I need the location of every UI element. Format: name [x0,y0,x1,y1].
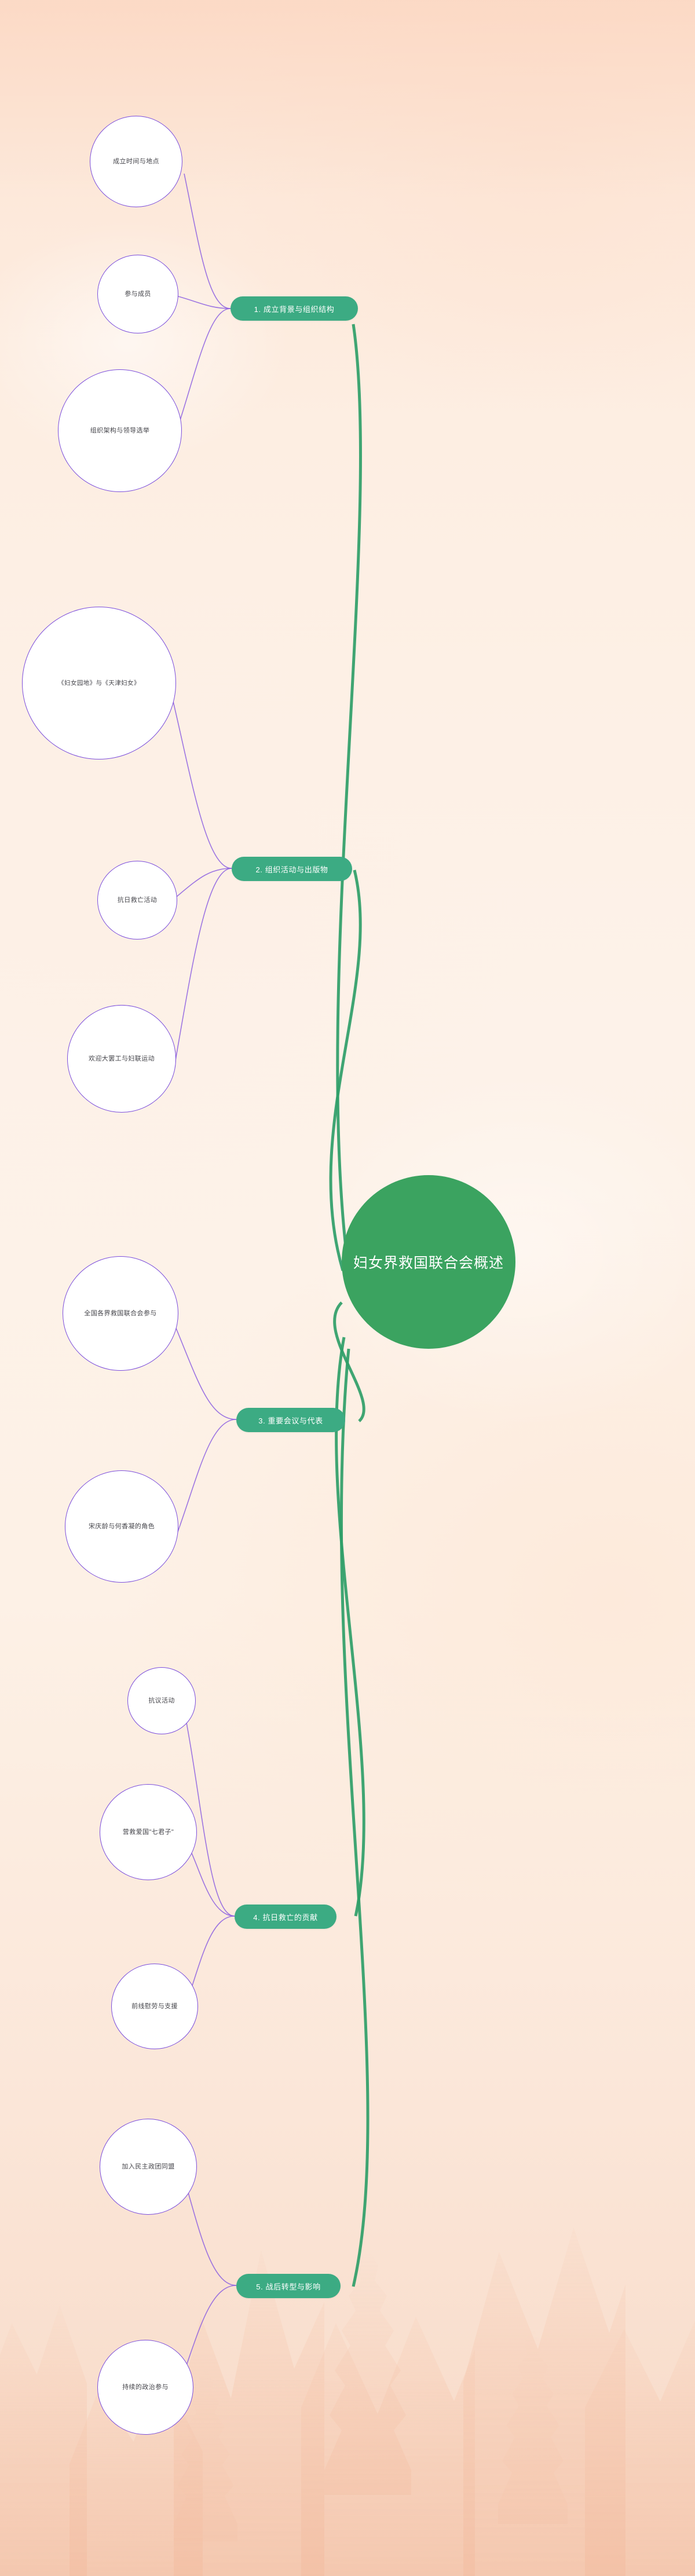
link-branch-4-leaf-2 [185,1840,235,1917]
branch-node-5[interactable]: 5. 战后转型与影响 [236,2274,341,2298]
leaf-node-3-2-label: 宋庆龄与何香凝的角色 [89,1522,155,1530]
leaf-node-5-1-label: 加入民主政团同盟 [122,2163,175,2170]
leaf-node-2-3[interactable]: 欢迎大罢工与妇联运动 [67,1005,176,1113]
branch-node-5-label: 5. 战后转型与影响 [256,2282,321,2291]
branch-node-3-label: 3. 重要会议与代表 [258,1416,323,1425]
leaf-node-2-2-label: 抗日救亡活动 [117,896,158,904]
link-root-branch-5 [339,1348,370,2287]
branch-node-1-label: 1. 成立背景与组织结构 [254,304,335,314]
link-branch-3-leaf-1 [173,1322,237,1420]
leaf-node-2-2[interactable]: 抗日救亡活动 [97,861,177,940]
link-branch-3-leaf-2 [173,1419,237,1543]
branch-node-1[interactable]: 1. 成立背景与组织结构 [231,296,358,321]
leaf-node-4-2-label: 营救爱国"七君子" [122,1828,174,1836]
leaf-node-1-3-label: 组织架构与领导选举 [90,427,150,434]
root-node-label: 妇女界救国联合会概述 [353,1255,504,1271]
leaf-node-2-1-label: 《妇女园地》与《天津妇女》 [58,679,140,687]
link-branch-2-leaf-1 [170,691,232,869]
branch-node-2[interactable]: 2. 组织活动与出版物 [232,857,352,881]
leaf-node-4-3-label: 前线慰劳与支援 [131,2002,178,2010]
link-root-branch-1 [336,324,362,1263]
link-branch-2-leaf-3 [172,868,232,1077]
root-node[interactable]: 妇女界救国联合会概述 [342,1175,515,1349]
leaf-node-1-3[interactable]: 组织架构与领导选举 [58,369,182,492]
leaf-node-2-3-label: 欢迎大罢工与妇联运动 [89,1055,155,1062]
leaf-node-5-1[interactable]: 加入民主政团同盟 [100,2119,197,2215]
branch-node-2-label: 2. 组织活动与出版物 [255,865,328,874]
leaf-node-5-2-label: 持续的政治参与 [122,2383,169,2391]
leaf-node-1-2-label: 参与成员 [125,290,151,298]
leaf-node-1-1-label: 成立时间与地点 [113,157,159,165]
background-skyline [0,1852,695,2576]
leaf-node-4-1-label: 抗议活动 [148,1697,175,1704]
link-branch-4-leaf-1 [182,1701,235,1917]
link-branch-1-leaf-2 [173,295,231,309]
branch-node-4[interactable]: 4. 抗日救亡的贡献 [235,1905,336,1929]
leaf-node-5-2[interactable]: 持续的政治参与 [97,2340,193,2435]
link-branch-1-leaf-1 [184,173,231,309]
leaf-node-3-2[interactable]: 宋庆龄与何香凝的角色 [65,1470,178,1583]
branch-node-3[interactable]: 3. 重要会议与代表 [236,1408,345,1432]
leaf-node-3-1[interactable]: 全国各界救国联合会参与 [63,1256,178,1371]
leaf-node-4-3[interactable]: 前线慰劳与支援 [111,1964,198,2049]
leaf-node-1-1[interactable]: 成立时间与地点 [90,116,182,207]
leaf-node-3-1-label: 全国各界救国联合会参与 [84,1309,157,1317]
branch-node-4-label: 4. 抗日救亡的贡献 [253,1913,318,1922]
link-branch-2-leaf-2 [173,868,232,900]
leaf-node-4-1[interactable]: 抗议活动 [127,1667,196,1734]
leaf-node-4-2[interactable]: 营救爱国"七君子" [100,1784,197,1880]
link-root-branch-2 [329,869,362,1271]
link-branch-1-leaf-3 [173,308,231,441]
leaf-node-1-2[interactable]: 参与成员 [97,255,178,333]
leaf-node-2-1[interactable]: 《妇女园地》与《天津妇女》 [22,607,176,759]
